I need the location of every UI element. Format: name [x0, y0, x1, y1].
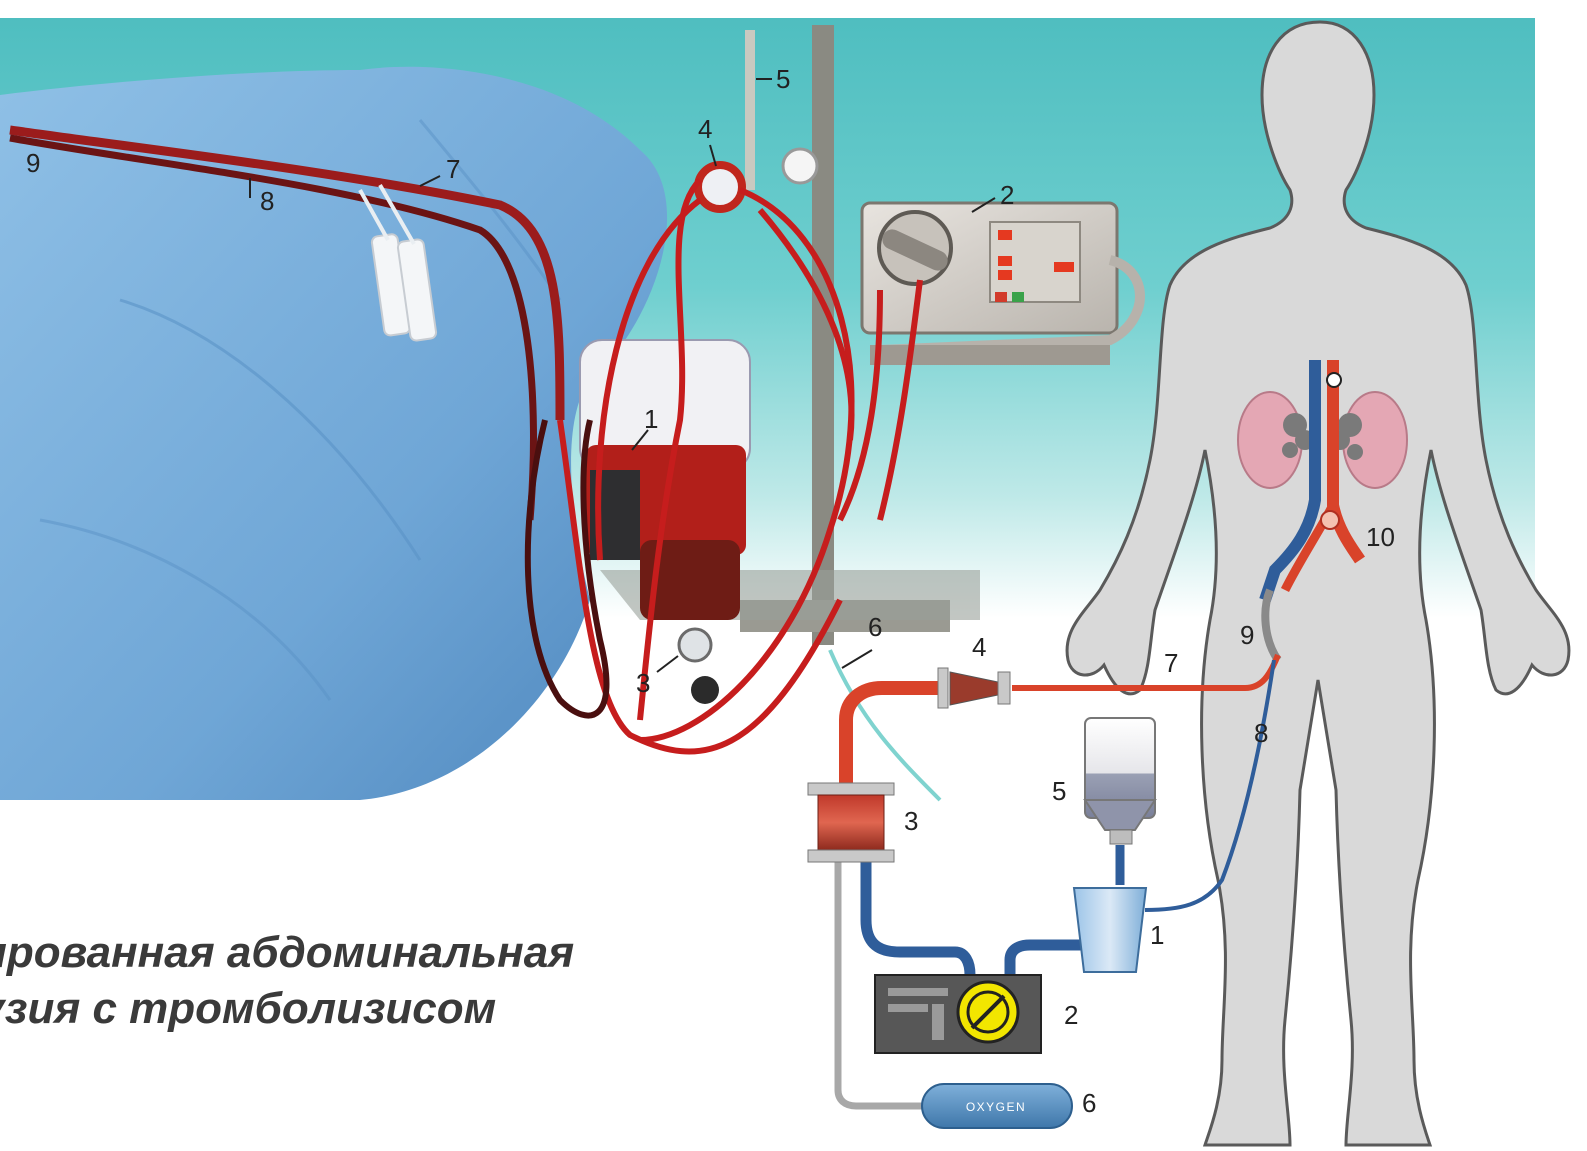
caption-line-1: ированная абдоминальная	[0, 925, 740, 981]
venous-tube-2-to-1	[1010, 945, 1082, 975]
diagram-label-1: 1	[1150, 920, 1164, 950]
left-kidney	[1238, 392, 1302, 488]
renal-catheter-tip	[1327, 373, 1341, 387]
schematic-roller-pump-2	[875, 975, 1041, 1053]
schematic-oxygen-tank-6: OXYGEN	[922, 1084, 1072, 1128]
diagram-label-4: 4	[972, 632, 986, 662]
photo-label-1: 1	[644, 404, 658, 434]
pump-head-4	[698, 165, 742, 209]
diagram-label-2: 2	[1064, 1000, 1078, 1030]
diagram-label-6: 6	[1082, 1088, 1096, 1118]
diagram-label-5: 5	[1052, 776, 1066, 806]
schematic-pump-4	[938, 668, 1010, 708]
diagram-label-3: 3	[904, 806, 918, 836]
caption-line-2: узия с тромболизисом	[0, 981, 740, 1037]
diagram-label-7: 7	[1164, 648, 1178, 678]
photo-label-3: 3	[636, 668, 650, 698]
schematic-oxygenator-3	[808, 783, 894, 862]
photo-label-8: 8	[260, 186, 274, 216]
aortic-balloon	[1321, 511, 1339, 529]
photo-label-6: 6	[868, 612, 882, 642]
oxygen-label: OXYGEN	[966, 1100, 1026, 1114]
photo-label-9: 9	[26, 148, 40, 178]
arterial-line-3-to-4	[846, 688, 942, 785]
human-body-silhouette	[1067, 22, 1569, 1145]
diagram-label-8: 8	[1254, 718, 1268, 748]
perfusion-console	[862, 203, 1140, 365]
schematic-infusion-bottle-5	[1085, 718, 1155, 844]
photo-label-4: 4	[698, 114, 712, 144]
caption: ированная абдоминальная узия с тромболиз…	[0, 925, 740, 1037]
photo-label-5: 5	[776, 64, 790, 94]
photo-leader-3	[657, 656, 678, 672]
pressure-gauge	[783, 149, 817, 183]
schematic-reservoir-1	[1074, 888, 1146, 972]
right-kidney	[1343, 392, 1407, 488]
diagram-label-9: 9	[1240, 620, 1254, 650]
photo-label-7: 7	[446, 154, 460, 184]
iv-line-5	[745, 30, 755, 190]
venous-tube-3-to-2	[866, 858, 970, 975]
diagram-label-10: 10	[1366, 522, 1395, 552]
photo-label-2: 2	[1000, 180, 1014, 210]
photo-leader-6	[842, 650, 872, 668]
